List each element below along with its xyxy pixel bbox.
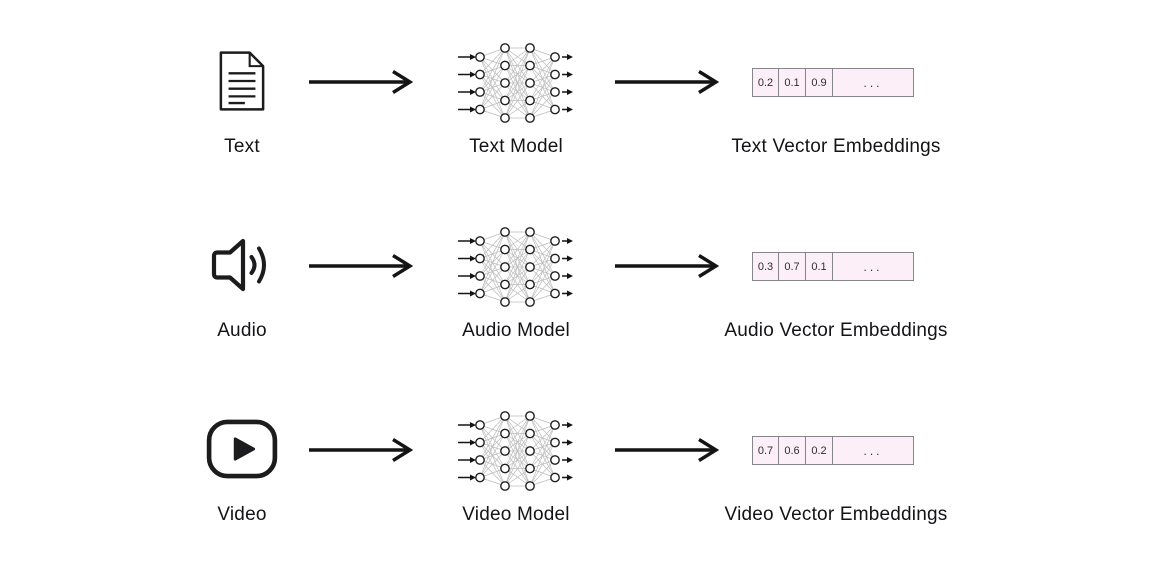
embedding-label: Audio Vector Embeddings — [724, 320, 948, 341]
arrow-right-icon — [615, 438, 720, 462]
input-label: Text — [224, 136, 260, 157]
pipeline-row-text: 0.2 0.1 0.9 ... Text Text Model Text Vec… — [0, 30, 1166, 200]
embedding-cell: 0.2 — [806, 437, 833, 464]
model-label: Video Model — [462, 504, 570, 525]
embedding-cell: 0.2 — [753, 69, 779, 96]
embedding-vector-table: 0.2 0.1 0.9 ... — [752, 68, 914, 97]
embedding-vector-table: 0.7 0.6 0.2 ... — [752, 436, 914, 465]
embedding-cell: 0.3 — [753, 253, 779, 280]
embedding-cell: 0.1 — [806, 253, 833, 280]
neural-network-icon — [457, 227, 574, 307]
embedding-cell-ellipsis: ... — [863, 443, 883, 458]
embedding-cell: 0.9 — [806, 69, 833, 96]
arrow-right-icon — [615, 70, 720, 94]
arrow-right-icon — [309, 70, 414, 94]
video-play-icon — [205, 416, 279, 482]
pipeline-row-audio: 0.3 0.7 0.1 ... Audio Audio Model Audio … — [0, 214, 1166, 384]
neural-network-icon — [457, 411, 574, 491]
embedding-label: Video Vector Embeddings — [724, 504, 948, 525]
embedding-vector-table: 0.3 0.7 0.1 ... — [752, 252, 914, 281]
arrow-right-icon — [309, 438, 414, 462]
neural-network-icon — [457, 43, 574, 123]
embedding-cell-ellipsis: ... — [863, 259, 883, 274]
embedding-cell: 0.6 — [779, 437, 806, 464]
model-label: Text Model — [469, 136, 563, 157]
speaker-icon — [205, 232, 279, 298]
embedding-cell: 0.1 — [779, 69, 806, 96]
embedding-cell: 0.7 — [779, 253, 806, 280]
arrow-right-icon — [615, 254, 720, 278]
input-label: Audio — [217, 320, 267, 341]
pipeline-row-video: 0.7 0.6 0.2 ... Video Video Model Video … — [0, 398, 1166, 568]
input-label: Video — [217, 504, 267, 525]
arrow-right-icon — [309, 254, 414, 278]
embedding-cell: 0.7 — [753, 437, 779, 464]
document-icon — [205, 48, 279, 114]
embedding-label: Text Vector Embeddings — [731, 136, 941, 157]
embedding-cell-ellipsis: ... — [863, 75, 883, 90]
model-label: Audio Model — [462, 320, 570, 341]
